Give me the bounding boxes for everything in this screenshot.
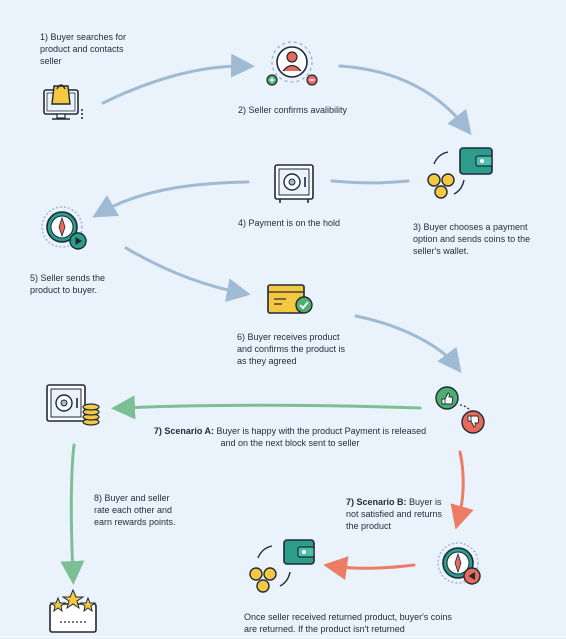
- step-9-label: Once seller received returned product, b…: [244, 612, 452, 634]
- compass-play-icon: [41, 206, 87, 250]
- step-5-label: 5) Seller sends the product to buyer.: [30, 273, 106, 295]
- seller-person-icon: [266, 41, 318, 86]
- scenario-a-title: 7) Scenario A:: [153, 426, 215, 436]
- arrow-3-to-4: [330, 179, 410, 185]
- wallet-coins-return-icon: [249, 539, 315, 593]
- safe-coins-icon: [46, 384, 100, 426]
- thumbs-up-down-icon: [435, 386, 485, 434]
- scenario-b-text: Buyer is not satisfied and returns the p…: [346, 497, 443, 531]
- arrow-1-to-2: [101, 53, 255, 105]
- arrow-2-to-3: [338, 64, 472, 136]
- arrow-scenario-b: [450, 450, 474, 530]
- rating-stars-icon: [49, 588, 97, 633]
- bottom-edge: [0, 636, 566, 637]
- arrow-scenario-a: [111, 395, 422, 420]
- arrow-6-to-7: [354, 314, 462, 374]
- safe-icon: [274, 164, 314, 203]
- scenario-a-label: 7) Scenario A: Buyer is happy with the p…: [150, 425, 430, 449]
- arrow-to-rating: [60, 443, 85, 585]
- step-1-label: 1) Buyer searches for product and contac…: [40, 32, 127, 66]
- scenario-a-text: Buyer is happy with the product Payment …: [214, 426, 427, 448]
- step-4-label: 4) Payment is on the hold: [238, 218, 341, 228]
- scenario-b-label: 7) Scenario B: Buyer is not satisfied an…: [346, 496, 444, 532]
- scenario-b-title: 7) Scenario B:: [346, 497, 407, 507]
- arrow-4-to-5: [92, 180, 250, 218]
- step-2-label: 2) Seller confirms avalibility: [238, 105, 348, 115]
- step-8-label: 8) Buyer and seller rate each other and …: [94, 493, 176, 527]
- compass-return-icon: [437, 542, 481, 585]
- wallet-coins-icon: [427, 147, 493, 199]
- step-3-label: 3) Buyer chooses a payment option and se…: [413, 222, 531, 256]
- arrow-5-to-6: [124, 246, 251, 302]
- arrow-return: [323, 556, 416, 580]
- shopping-computer-icon: [43, 84, 83, 120]
- step-6-label: 6) Buyer receives product and confirms t…: [237, 332, 346, 366]
- package-check-icon: [267, 284, 313, 314]
